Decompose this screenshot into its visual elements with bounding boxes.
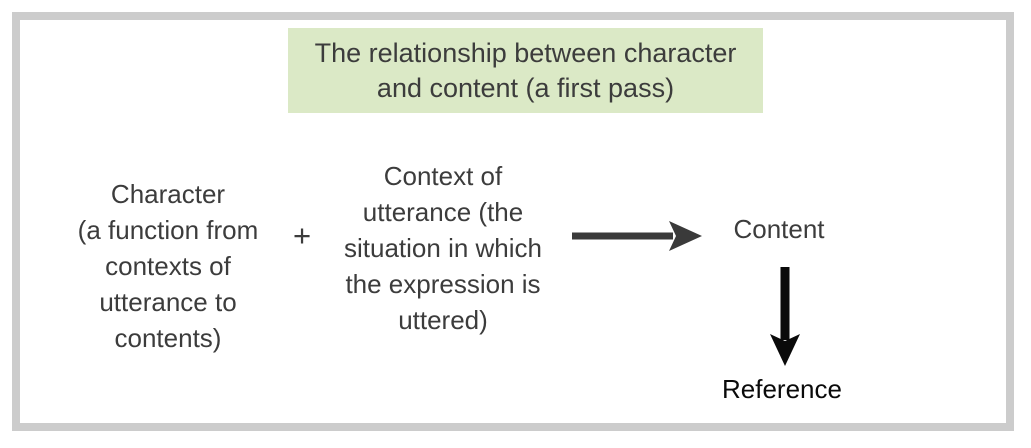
character-label: Character (a function from contexts of u… <box>77 179 259 353</box>
content-label: Content <box>733 214 825 244</box>
reference-label: Reference <box>722 374 842 404</box>
diagram-title: The relationship between character and c… <box>314 37 737 103</box>
plus-operator: + <box>292 218 312 253</box>
context-label: Context of utterance (the situation in w… <box>344 161 542 335</box>
right-arrow-icon <box>572 221 702 251</box>
title-box: The relationship between character and c… <box>288 28 763 113</box>
down-arrow-icon <box>770 267 800 366</box>
